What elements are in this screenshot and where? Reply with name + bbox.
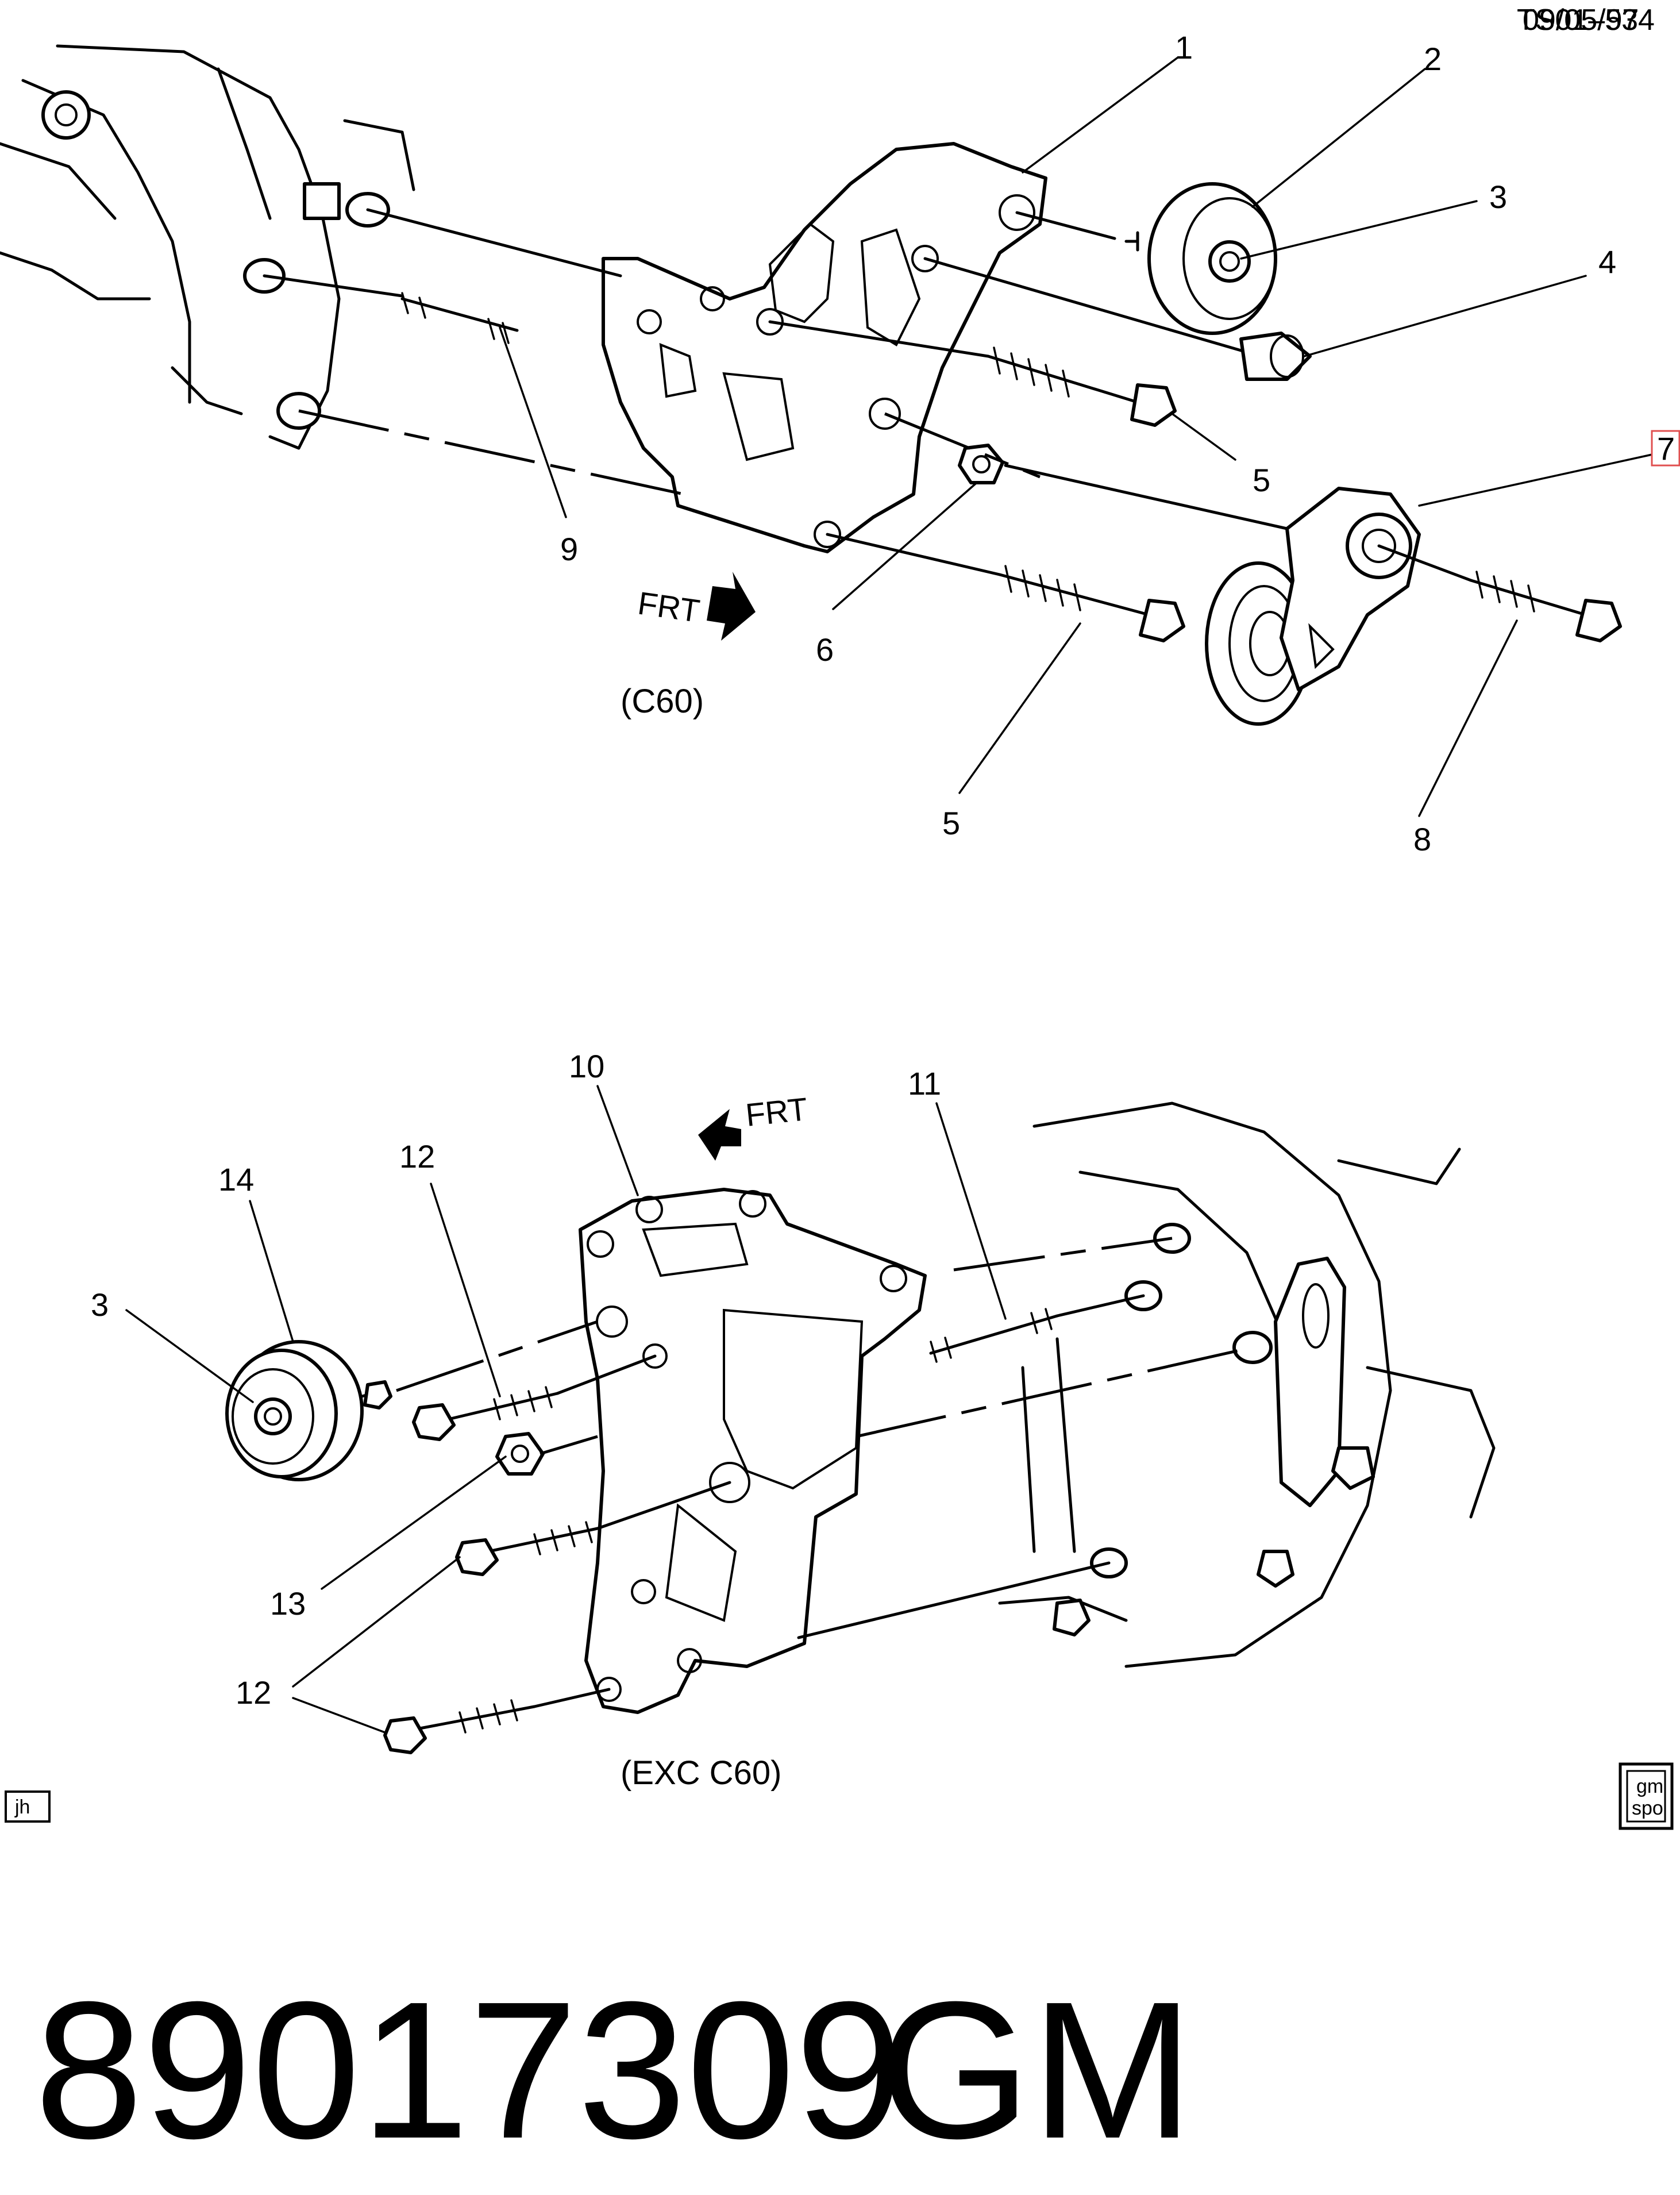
callout-8: 8 xyxy=(1413,821,1431,857)
spacer-part-4 xyxy=(1239,332,1312,381)
engine-block-top xyxy=(0,44,415,450)
bolt-12-lower xyxy=(383,1699,536,1754)
bolt-5-upper xyxy=(987,346,1177,427)
callout-3-bottom: 3 xyxy=(91,1287,109,1323)
frt-arrow-top xyxy=(707,572,756,641)
callout-12-upper: 12 xyxy=(399,1138,435,1174)
logo-text-gm: gm xyxy=(1636,1776,1663,1797)
bolt-12-upper xyxy=(412,1386,559,1441)
corner-tag-box xyxy=(5,1790,51,1823)
callout-2: 2 xyxy=(1424,41,1442,77)
mounting-bracket-1 xyxy=(602,142,1047,553)
caption-bottom: (EXC C60) xyxy=(621,1754,781,1792)
part-number: 89017309 xyxy=(34,1961,904,2179)
caption-top: (C60) xyxy=(621,683,704,720)
alignment-lines-bottom xyxy=(396,1237,1253,1708)
bolt-12-middle xyxy=(455,1521,599,1576)
bolt-5-lower xyxy=(998,565,1185,642)
callout-4: 4 xyxy=(1598,244,1616,280)
callout-12-lower: 12 xyxy=(236,1674,271,1711)
callout-14: 14 xyxy=(218,1161,254,1197)
nut-13 xyxy=(495,1432,545,1476)
stud-11 xyxy=(929,1308,1059,1363)
logo-text-spo: spo xyxy=(1632,1797,1663,1819)
bolt-8 xyxy=(1469,571,1622,642)
callout-7: 7 xyxy=(1657,430,1675,467)
callout-10: 10 xyxy=(569,1048,604,1084)
engine-block-bottom xyxy=(998,1102,1496,1668)
stud-9 xyxy=(400,292,519,344)
callout-6: 6 xyxy=(816,631,834,668)
mounting-bracket-10 xyxy=(579,1188,927,1714)
nut-6 xyxy=(958,444,1004,484)
callout-7-box xyxy=(1651,430,1680,467)
callout-13: 13 xyxy=(270,1585,306,1622)
callout-9: 9 xyxy=(560,531,578,567)
callout-11: 11 xyxy=(908,1065,941,1102)
tensioner-assembly-7 xyxy=(1205,487,1421,726)
frt-label-bottom: FRT xyxy=(744,1091,810,1133)
alignment-lines-top xyxy=(263,208,1473,582)
frt-arrow-bottom xyxy=(698,1109,741,1161)
diagram-ref: TS01–534 xyxy=(1517,3,1655,37)
callout-5-lower: 5 xyxy=(942,805,960,841)
callout-3: 3 xyxy=(1489,179,1507,215)
idler-pulley-14 xyxy=(225,1340,392,1481)
corner-tag: jh xyxy=(14,1796,30,1818)
diagram-date: 09/05/97 xyxy=(1523,3,1639,37)
callout-5-upper: 5 xyxy=(1253,462,1270,498)
callout-1: 1 xyxy=(1175,29,1193,66)
idler-pulley-top xyxy=(1124,182,1277,335)
brand-name: GM xyxy=(879,1961,1194,2179)
leader-lines-bottom xyxy=(125,1085,1007,1734)
frt-label-top: FRT xyxy=(635,584,702,629)
gm-spo-logo: gm spo xyxy=(1619,1762,1674,1830)
leader-lines-top xyxy=(499,56,1656,817)
